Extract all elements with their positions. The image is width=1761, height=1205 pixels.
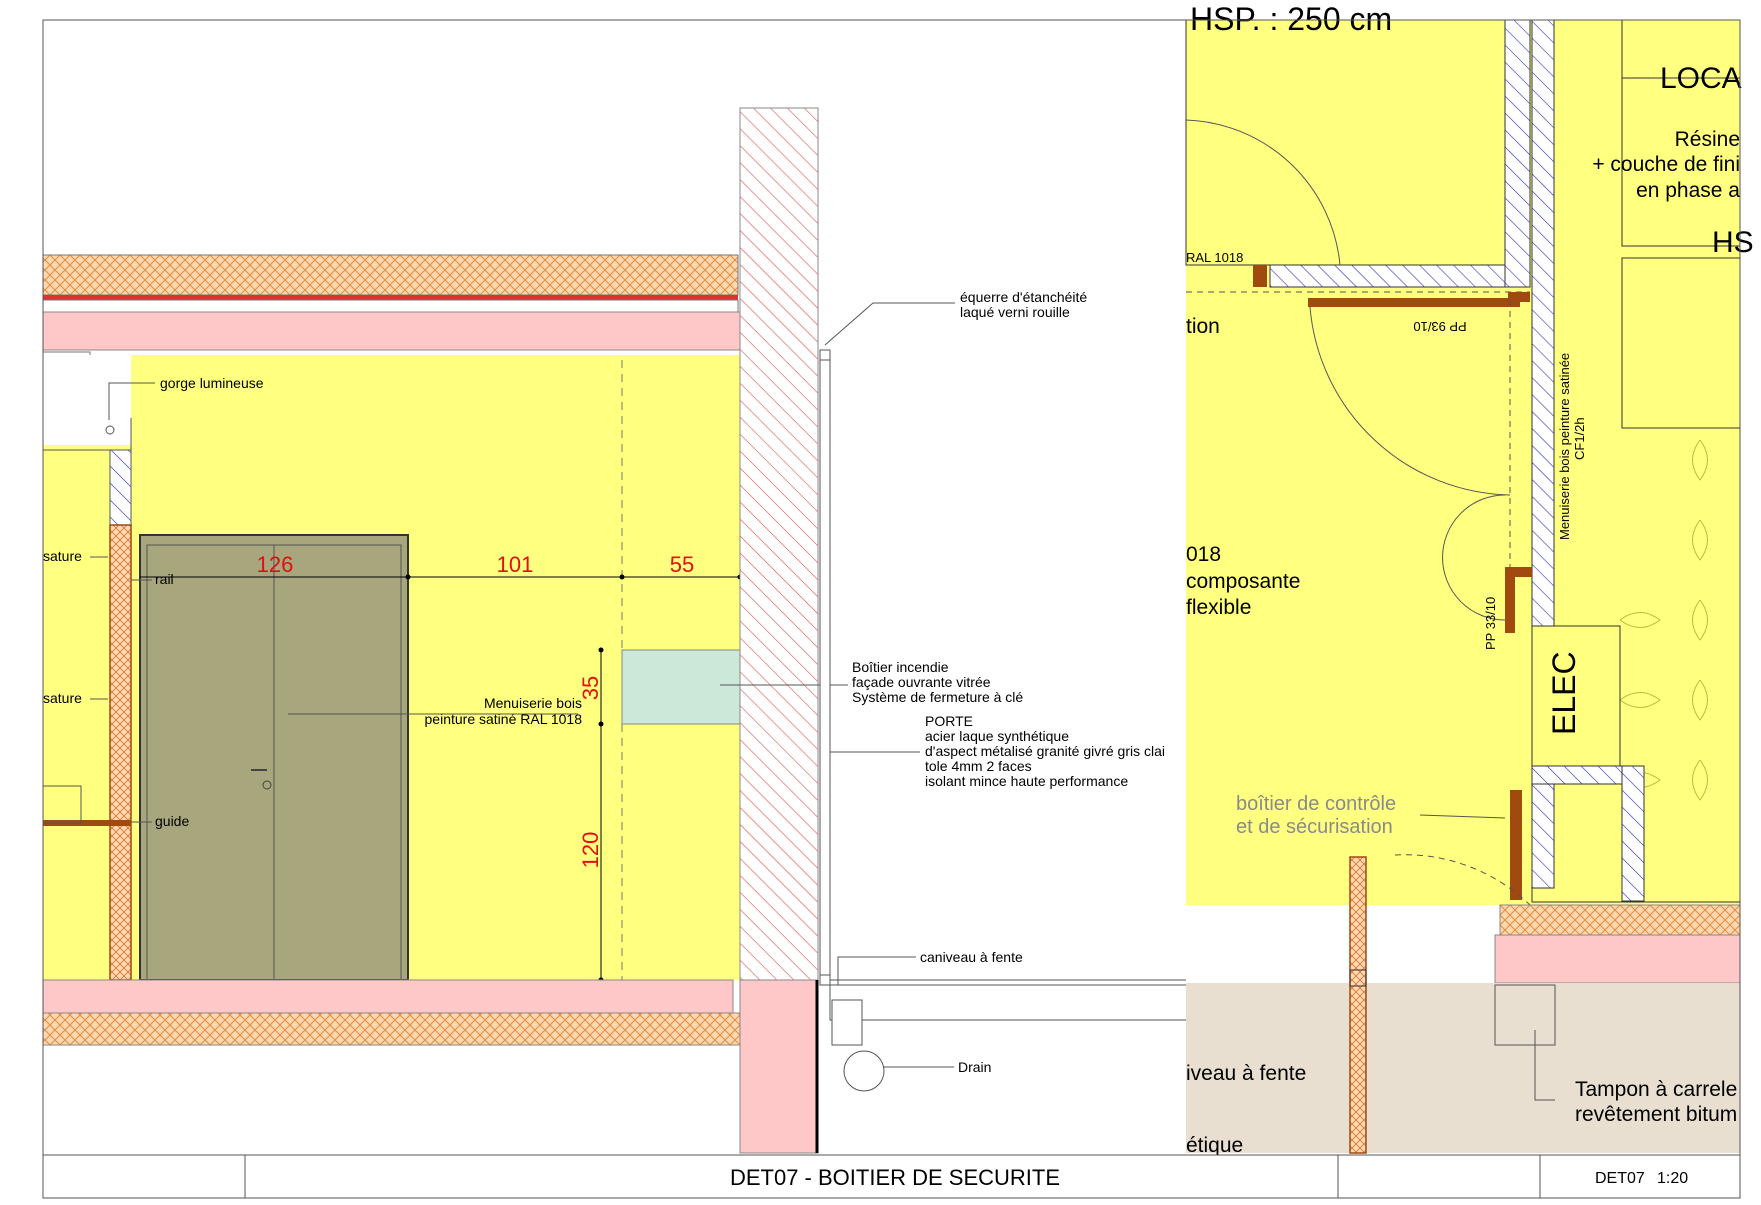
label-rail: rail (155, 571, 174, 587)
label-gorge: gorge lumineuse (160, 375, 264, 391)
label-caniveau: caniveau à fente (920, 949, 1023, 965)
label-menuiserie-v2: CF1/2h (1572, 417, 1587, 460)
label-menuiserie-2: peinture satiné RAL 1018 (425, 711, 583, 727)
fire-box (621, 649, 741, 725)
dim-101: 101 (497, 552, 534, 577)
blue-wall-stub (109, 449, 132, 526)
label-boitier-2: façade ouvrante vitrée (852, 674, 991, 690)
dim-35: 35 (578, 676, 603, 700)
label-boitier-3: Système de fermeture à clé (852, 689, 1023, 705)
control-box-marker (1510, 790, 1522, 900)
ceiling-insulation (42, 254, 739, 296)
door-lintel (1308, 298, 1520, 307)
label-porte-2: acier laque synthétique (925, 728, 1069, 744)
door-handle (262, 780, 272, 790)
label-equerre-1: équerre d'étanchéité (960, 289, 1087, 305)
label-porte-1: PORTE (925, 713, 973, 729)
label-elec: ELEC (1546, 651, 1582, 735)
section-view: équerre d'étanchéité laqué verni rouille… (819, 289, 1189, 1092)
label-pp93: PP 93/10 (1413, 319, 1466, 334)
label-plan-caniveau: iveau à fente (1186, 1062, 1306, 1085)
drain-pipe (843, 1050, 885, 1092)
label-pp33: PP 33/10 (1483, 597, 1498, 650)
label-guide: guide (155, 813, 189, 829)
floor-insulation (42, 1012, 744, 1046)
dim-120: 120 (578, 832, 603, 869)
sheet-title: DET07 - BOITIER DE SECURITE (730, 1165, 1060, 1190)
sheet-scale: 1:20 (1657, 1170, 1688, 1187)
label-porte-5: isolant mince haute performance (925, 773, 1128, 789)
door-profile (819, 349, 831, 986)
label-resine-3: en phase a (1636, 179, 1740, 202)
label-resine-2: + couche de fini (1592, 153, 1740, 176)
label-menuiserie-v1: Menuiserie bois peinture satinée (1557, 353, 1572, 540)
label-boitier-1: Boîtier incendie (852, 659, 949, 675)
dim-126: 126 (257, 552, 294, 577)
title-block: DET07 - BOITIER DE SECURITE DET07 1:20 (42, 19, 1741, 1199)
label-menuiserie-1: Menuiserie bois (484, 695, 582, 711)
plan-view: HSP. : 250 cm LOCA Résine + couche de fi… (1185, 1, 1754, 1157)
label-composante: composante (1186, 570, 1300, 593)
label-sature-2: sature (43, 690, 82, 706)
elec-room (1531, 625, 1621, 767)
label-porte-4: tole 4mm 2 faces (925, 758, 1032, 774)
ceiling-slab (42, 311, 799, 351)
sheet-code: DET07 (1595, 1170, 1645, 1187)
label-flexible: flexible (1186, 596, 1251, 619)
label-ral: RAL 1018 (1186, 250, 1243, 265)
ceiling-red-band (43, 295, 738, 300)
label-drain: Drain (958, 1059, 991, 1075)
label-tion: tion (1186, 315, 1220, 338)
label-resine-1: Résine (1675, 128, 1740, 151)
label-sature-1: sature (43, 548, 82, 564)
elevation-view: 126 101 55 35 120 gorge lumineuse sature… (42, 107, 1023, 1154)
label-018: 018 (1186, 543, 1221, 566)
floor-slab (42, 979, 734, 1014)
plan-stud (1349, 856, 1367, 1154)
label-equerre-2: laqué verni rouille (960, 304, 1070, 320)
caniveau-grid (829, 979, 1189, 1021)
label-boitier-ctrl-1: boîtier de contrôle (1236, 793, 1396, 815)
structural-wall (739, 107, 819, 1154)
stud-column (109, 524, 132, 981)
label-hs: HS (1712, 226, 1754, 259)
label-hsp: HSP. : 250 cm (1190, 1, 1392, 37)
dim-55: 55 (670, 552, 694, 577)
label-tampon-1: Tampon à carrele (1575, 1078, 1737, 1101)
label-porte-3: d'aspect métalisé granité givré gris cla… (925, 743, 1165, 759)
label-tampon-2: revêtement bitum (1575, 1103, 1737, 1126)
label-etique: étique (1186, 1134, 1243, 1157)
label-local: LOCA (1660, 62, 1742, 95)
gorge-light (105, 425, 115, 435)
label-boitier-ctrl-2: et de sécurisation (1236, 816, 1393, 838)
ground (1186, 983, 1740, 1153)
